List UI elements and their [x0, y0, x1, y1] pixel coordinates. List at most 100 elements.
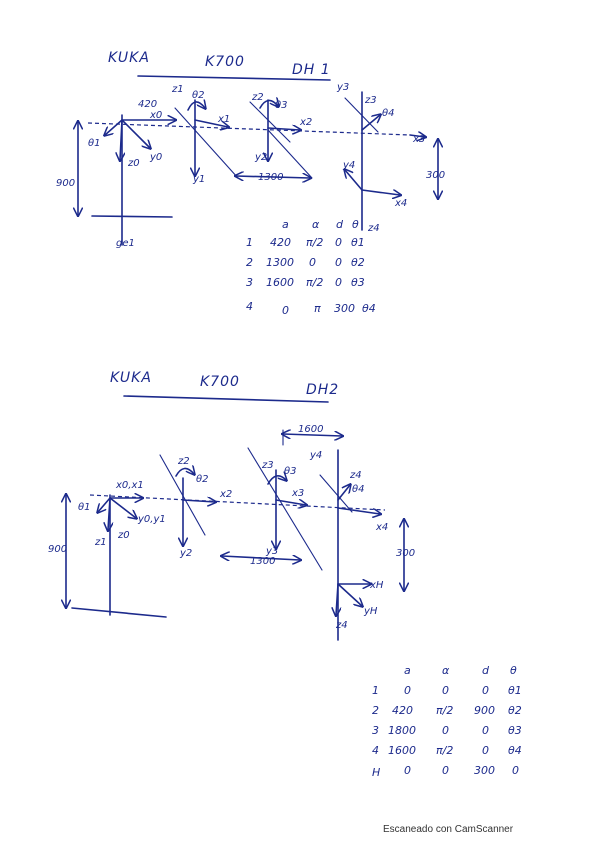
camscanner-footer: Escaneado con CamScanner: [383, 824, 514, 835]
dh2-param-table: a α d θ 1 0 0 0 θ1 2 420 π/2 900 θ2 3 18…: [372, 664, 522, 779]
dh1-lbl-theta3: θ3: [275, 100, 287, 111]
dh1-lbl-1300: 1300: [258, 172, 283, 183]
dh2-lbl-z2: z2: [177, 456, 190, 467]
dh1-main-axis: [87, 122, 411, 136]
dh1-lbl-y4: y4: [342, 160, 355, 171]
dh2-r2-i: 2: [372, 704, 379, 717]
dh1-lbl-x0: x0: [149, 110, 162, 121]
dh1-r3-i: 3: [246, 276, 253, 289]
dh1-x2-arrow: [267, 128, 300, 130]
dh2-lbl-z0: z0: [117, 530, 130, 541]
dh2-col-d: d: [482, 664, 490, 677]
dh2-robot-title: KUKA: [110, 370, 152, 386]
dh2-lbl-x3: x3: [291, 488, 304, 499]
dh1-col-theta: θ: [352, 218, 359, 231]
dh2-r5-alpha: 0: [442, 764, 449, 777]
dh2-z-arrow: [108, 497, 110, 530]
dh1-x3-arrow: [409, 135, 425, 137]
dh2-model-title: K700: [200, 374, 240, 390]
dh1-r1-alpha: π/2: [306, 236, 323, 249]
dh2-r4-alpha: π/2: [436, 744, 453, 757]
dh1-col-alpha: α: [312, 218, 320, 231]
dh2-x3-arrow: [275, 500, 306, 505]
dh2-col-alpha: α: [442, 664, 450, 677]
dh2-lbl-yh: yH: [363, 606, 378, 617]
dh1-r1-a: 420: [270, 236, 291, 249]
dh2-theta2-arc: [175, 468, 194, 477]
dh1-lbl-420: 420: [138, 99, 157, 110]
dh1-z0-arrow: [120, 119, 122, 160]
dh1-x1-arrow: [194, 119, 228, 127]
dh1-r2-alpha: 0: [309, 256, 316, 269]
dh1-lbl-z2: z2: [251, 92, 264, 103]
dh2-r2-alpha: π/2: [436, 704, 453, 717]
dh1-r1-i: 1: [246, 236, 253, 249]
dh2-r3-i: 3: [372, 724, 379, 737]
dh2-lbl-300: 300: [396, 548, 415, 559]
dh2-r1-a: 0: [404, 684, 411, 697]
dh1-z2-line: [249, 101, 291, 143]
dh2-r5-a: 0: [404, 764, 411, 777]
dh1-col-a: a: [282, 218, 289, 231]
dh1-1300-dim: [236, 176, 310, 178]
dh2-theta3-arc: [267, 476, 286, 485]
dh1-lbl-z1: z1: [171, 84, 184, 95]
dh1-theta3-arc: [259, 100, 278, 109]
dh1-col-d: d: [336, 218, 344, 231]
dh1-robot-title: KUKA: [108, 50, 150, 66]
dh2-lbl-y3: y3: [265, 546, 278, 557]
dh2-lbl-x4: x4: [375, 522, 388, 533]
dh1-r1-theta: θ1: [351, 236, 365, 249]
dh1-lbl-y2: y2: [254, 152, 267, 163]
dh2-diagram: KUKA K700 DH2: [48, 370, 522, 779]
dh1-r4-d: 300: [334, 302, 355, 315]
dh1-r2-theta: θ2: [351, 256, 365, 269]
dh2-r3-theta: θ3: [508, 724, 522, 737]
dh2-lbl-z1: z1: [94, 537, 107, 548]
dh2-title-underline: [123, 395, 329, 403]
dh2-lbl-y2: y2: [179, 548, 192, 559]
dh2-lbl-1300: 1300: [250, 556, 275, 567]
dh1-lbl-y1: y1: [192, 174, 205, 185]
dh2-lbl-y4: y4: [309, 450, 322, 461]
dh1-title-underline: [137, 75, 331, 81]
dh2-tag: DH2: [306, 382, 339, 398]
dh1-y4-arrow: [345, 170, 363, 191]
dh1-r3-d: 0: [335, 276, 342, 289]
dh1-y3-line: [344, 97, 379, 133]
dh1-x4-arrow: [361, 189, 400, 195]
dh2-col-theta: θ: [510, 664, 517, 677]
dh2-r5-i: H: [372, 766, 380, 779]
dh2-r1-alpha: 0: [442, 684, 449, 697]
dh1-y0-arrow: [121, 119, 150, 148]
dh1-tag: DH 1: [292, 62, 331, 78]
dh1-model-title: K700: [205, 54, 245, 70]
dh2-z3-line: [247, 447, 323, 571]
dh2-r3-alpha: 0: [442, 724, 449, 737]
dh2-lbl-z4: z4: [349, 470, 362, 481]
dh1-lbl-ge1: ge1: [116, 238, 135, 249]
dh1-lbl-x4: x4: [394, 198, 407, 209]
dh2-r1-i: 1: [372, 684, 379, 697]
dh1-r4-a: 0: [282, 304, 289, 317]
dh2-theta1-arrow: [98, 497, 111, 512]
dh1-theta4-arrow: [361, 115, 380, 131]
dh1-r4-alpha: π: [314, 302, 321, 315]
dh2-r5-d: 300: [474, 764, 495, 777]
dh1-lbl-x2: x2: [299, 117, 312, 128]
dh2-y4-line: [319, 474, 353, 513]
dh1-lbl-theta1: θ1: [88, 138, 100, 149]
dh2-yh-arrow: [337, 583, 362, 606]
dh2-lbl-900: 900: [48, 544, 67, 555]
dh1-r4-theta: θ4: [362, 302, 376, 315]
dh1-r1-d: 0: [335, 236, 342, 249]
dh2-r1-theta: θ1: [508, 684, 522, 697]
dh1-lbl-y0: y0: [149, 152, 162, 163]
dh2-lbl-x2: x2: [219, 489, 232, 500]
dh2-r1-d: 0: [482, 684, 489, 697]
dh1-lbl-900: 900: [56, 178, 75, 189]
dh1-lbl-y3: y3: [336, 82, 349, 93]
dh2-ground-line: [71, 607, 167, 618]
dh2-r5-theta: 0: [512, 764, 519, 777]
